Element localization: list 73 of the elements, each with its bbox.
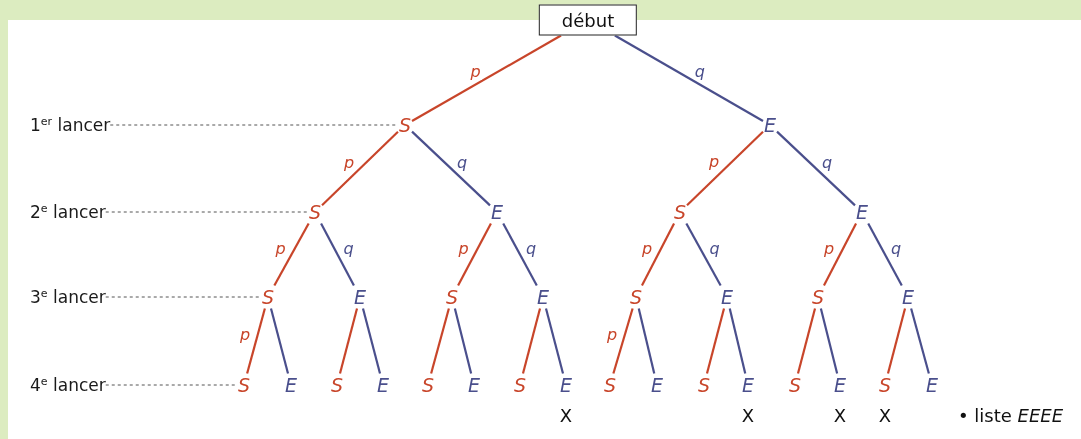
branch-line [637, 308, 656, 374]
outcome-letter: S [512, 373, 528, 397]
branch-line [269, 308, 290, 374]
outcome-letter: S [696, 373, 712, 397]
row-label: 1$^{er}$ lancer [30, 114, 111, 136]
branch-line [338, 308, 359, 374]
branch-line [867, 222, 903, 287]
outcome-letter: E [490, 200, 504, 224]
branch-line [273, 222, 310, 287]
outcome-letter: E [650, 373, 664, 397]
cross-mark: X [833, 404, 847, 426]
branch-line [430, 308, 450, 374]
outcome-letter: S [397, 113, 413, 137]
branch-line [910, 308, 930, 374]
leader-line [105, 384, 238, 386]
outcome-letter: E [284, 373, 298, 397]
outcome-letter: S [672, 200, 688, 224]
branch-line [886, 308, 907, 374]
branch-line [685, 222, 722, 287]
branch-line [411, 34, 562, 122]
outcome-letter: E [536, 285, 550, 309]
leader-line [105, 296, 262, 298]
branch-line [728, 308, 747, 374]
branch-line [321, 131, 399, 206]
outcome-letter: E [763, 113, 777, 137]
outcome-letter: S [420, 373, 436, 397]
outcome-letter: S [236, 373, 252, 397]
branch-line [361, 308, 382, 374]
branch-line [776, 130, 856, 207]
start-box: début [538, 4, 638, 36]
cross-mark: X [878, 404, 892, 426]
outcome-letter: E [720, 285, 734, 309]
branch-line [411, 130, 491, 207]
row-label: 2$^{e}$ lancer [30, 201, 106, 223]
leader-line [105, 211, 309, 213]
outcome-letter: S [628, 285, 644, 309]
branch-line [457, 223, 492, 286]
outcome-letter: S [810, 285, 826, 309]
note-text: • liste EEEE [958, 404, 1064, 426]
outcome-letter: E [741, 373, 755, 397]
branch-line [819, 308, 839, 374]
outcome-letter: S [444, 285, 460, 309]
outcome-letter: E [925, 373, 939, 397]
outcome-letter: E [376, 373, 390, 397]
branch-line [614, 34, 764, 122]
outcome-letter: S [329, 373, 345, 397]
branch-line [686, 130, 764, 206]
branch-line [246, 308, 266, 374]
branch-line [705, 308, 726, 374]
branch-line [612, 308, 634, 374]
branch-line [822, 223, 858, 286]
branch-line [521, 308, 542, 374]
branch-line [796, 308, 817, 374]
branch-line [320, 223, 355, 286]
cross-mark: X [741, 404, 755, 426]
row-label: 4$^{e}$ lancer [30, 374, 106, 396]
outcome-letter: S [260, 285, 276, 309]
branch-line [544, 308, 565, 374]
outcome-letter: E [833, 373, 847, 397]
branch-line [453, 308, 473, 374]
outcome-letter: E [901, 285, 915, 309]
outcome-letter: S [602, 373, 618, 397]
branch-line [640, 223, 676, 286]
outcome-letter: E [353, 285, 367, 309]
branch-line [502, 222, 538, 287]
outcome-letter: E [559, 373, 573, 397]
row-label: 3$^{e}$ lancer [30, 286, 106, 308]
outcome-letter: S [307, 200, 323, 224]
outcome-letter: S [787, 373, 803, 397]
cross-mark: X [559, 404, 573, 426]
outcome-letter: S [877, 373, 893, 397]
outcome-letter: E [855, 200, 869, 224]
outcome-letter: E [467, 373, 481, 397]
